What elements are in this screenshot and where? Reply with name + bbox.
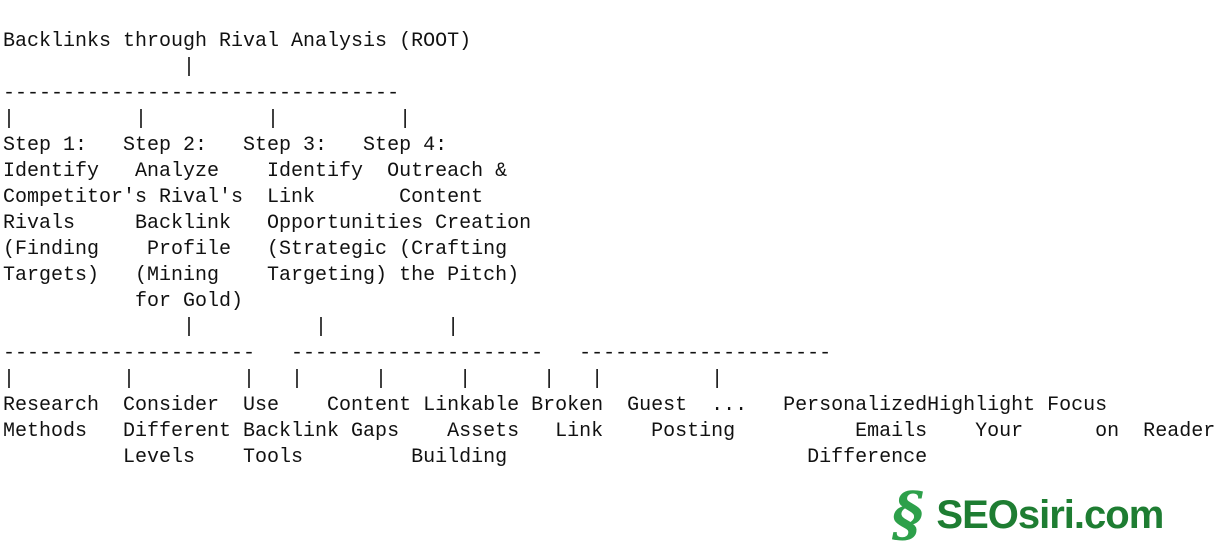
ascii-tree-diagram: Backlinks through Rival Analysis (ROOT) … [3, 30, 1216, 469]
seosiri-logo: § SEOsiri.com [892, 480, 1164, 550]
section-sign-icon: § [892, 480, 924, 550]
seosiri-logo-text: SEOsiri.com [936, 492, 1164, 537]
